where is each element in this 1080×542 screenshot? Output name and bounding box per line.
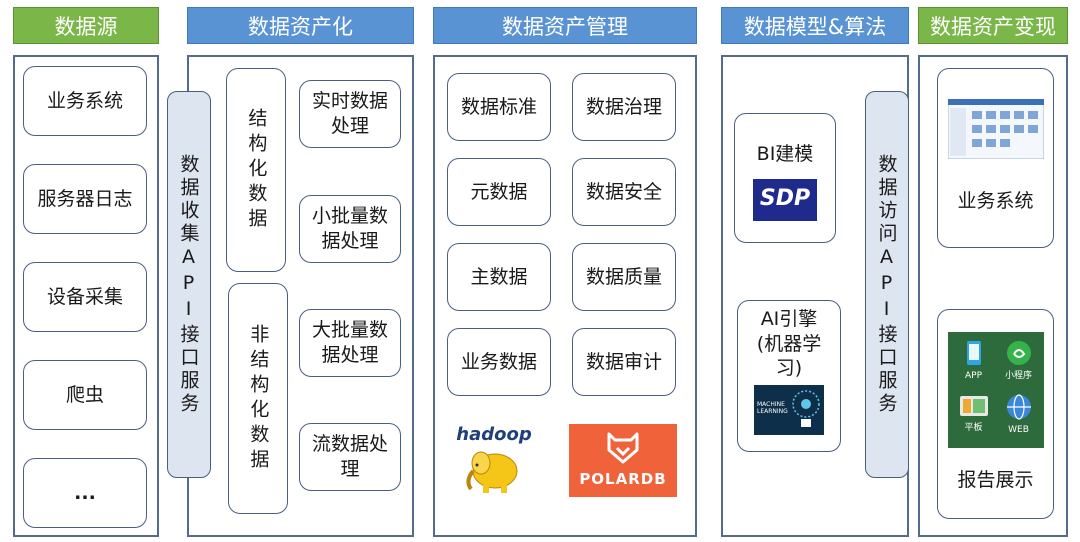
- header-data-source: 数据源: [13, 7, 159, 44]
- sdp-logo: SDP: [753, 178, 817, 221]
- source-crawler: 爬虫: [23, 360, 147, 430]
- hadoop-elephant-icon: [466, 451, 518, 493]
- access-api-pill: 数据访问API接口服务: [865, 91, 909, 478]
- polardb-bear-icon: [607, 432, 639, 464]
- lightbulb-icon: [792, 390, 820, 428]
- hadoop-logo: hadoop: [455, 424, 533, 496]
- business-system-screenshot-icon: [947, 99, 1044, 159]
- process-large-batch: 大批量数据处理: [299, 309, 401, 377]
- tablet-tile: 平板: [954, 394, 994, 434]
- access-api-label: 数据访问API接口服务: [875, 153, 898, 416]
- bi-modeling-box: BI建模 SDP: [734, 113, 836, 243]
- header-data-asset-management: 数据资产管理: [433, 7, 697, 44]
- process-stream: 流数据处理: [299, 423, 401, 491]
- process-small-batch: 小批量数据处理: [299, 195, 401, 263]
- mgmt-data-standard: 数据标准: [447, 73, 551, 141]
- header-data-asset-monetization: 数据资产变现: [918, 7, 1068, 44]
- monetization-business-system: 业务系统: [937, 68, 1054, 248]
- source-ellipsis: ...: [23, 458, 147, 528]
- mini-program-tile: 小程序: [998, 340, 1040, 382]
- web-tile: WEB: [998, 394, 1040, 436]
- bi-modeling-label: BI建模: [756, 143, 814, 165]
- monetization-business-label: 业务系统: [957, 190, 1034, 212]
- ai-engine-box: AI引擎 (机器学 习) MACHINE LEARNING: [737, 300, 841, 452]
- globe-icon: [1006, 394, 1031, 420]
- mgmt-business-data: 业务数据: [447, 328, 551, 396]
- source-device-collection: 设备采集: [23, 262, 147, 332]
- polardb-logo: POLARDB: [569, 424, 677, 497]
- collect-api-pill: 数据收集API接口服务: [167, 91, 211, 478]
- mgmt-master-data: 主数据: [447, 243, 551, 311]
- header-data-assetization: 数据资产化: [187, 7, 414, 44]
- mgmt-data-audit: 数据审计: [572, 328, 676, 396]
- mini-program-icon: [1006, 341, 1031, 365]
- mgmt-metadata: 元数据: [447, 158, 551, 226]
- machine-learning-logo: MACHINE LEARNING: [754, 385, 824, 436]
- report-apps-panel: APP 小程序 平板 WEB: [947, 332, 1044, 448]
- source-business-system: 业务系统: [23, 66, 147, 136]
- report-display-label: 报告展示: [957, 469, 1034, 491]
- mgmt-data-governance: 数据治理: [572, 73, 676, 141]
- report-display-box: APP 小程序 平板 WEB 报告展示: [937, 309, 1054, 519]
- header-data-model-algorithm: 数据模型&算法: [721, 7, 909, 44]
- source-server-logs: 服务器日志: [23, 164, 147, 234]
- process-realtime: 实时数据处理: [299, 80, 401, 148]
- structured-data-box: 结构化数据: [226, 68, 286, 272]
- app-tile: APP: [954, 340, 994, 382]
- mgmt-data-quality: 数据质量: [572, 243, 676, 311]
- tablet-icon: [959, 396, 988, 416]
- mgmt-data-security: 数据安全: [572, 158, 676, 226]
- unstructured-data-box: 非结构化数据: [228, 283, 288, 514]
- phone-icon: [966, 341, 981, 365]
- collect-api-label: 数据收集API接口服务: [177, 153, 200, 416]
